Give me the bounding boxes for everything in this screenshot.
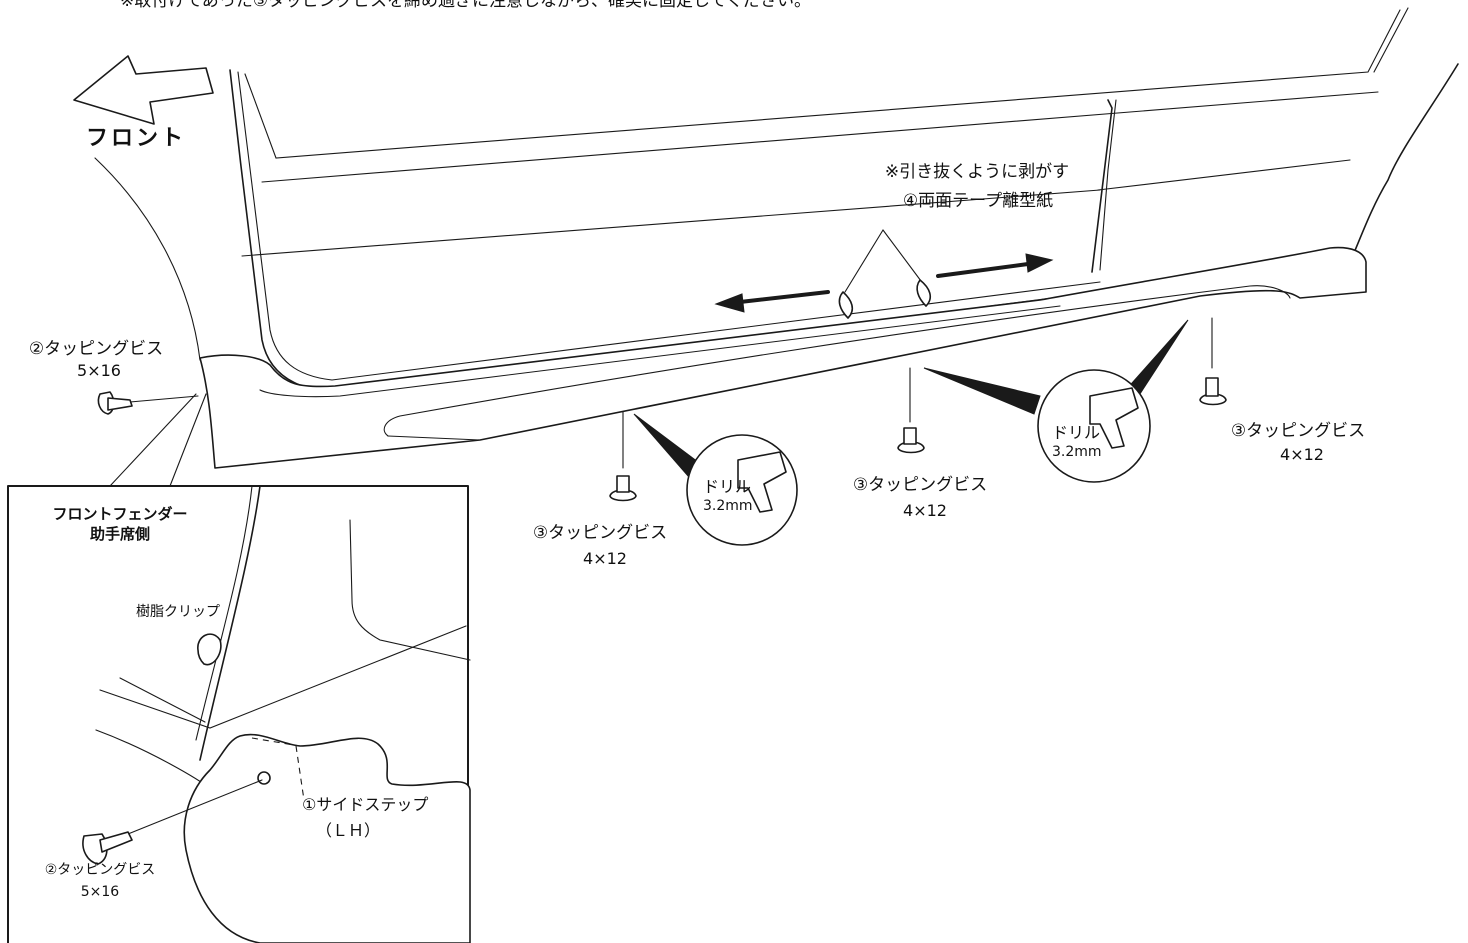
drill-1-size: 3.2mm [703, 498, 753, 514]
pull-arrow-right [936, 253, 1054, 278]
tape-note: ※引き抜くように剥がす [884, 162, 1070, 182]
screw-rear-2 [897, 367, 925, 454]
screw-rear-3-size: 4×12 [1280, 445, 1324, 464]
part-side: （ＬＨ） [316, 821, 381, 840]
tape-release-paper [838, 229, 932, 319]
screw-rear-2-size: 4×12 [903, 501, 947, 520]
clip-label: 樹脂クリップ [136, 604, 220, 620]
screw-front-size: 5×16 [77, 361, 121, 380]
screw-front-name: ②タッピングビス [28, 339, 164, 359]
drill-1-label: ドリル [703, 477, 752, 496]
inset-screw-name: ②タッピングビス [44, 862, 156, 878]
screw-rear-3-name: ③タッピングビス [1230, 421, 1366, 441]
pull-arrow-left [714, 290, 830, 313]
screw-rear-1-name: ③タッピングビス [532, 523, 668, 543]
front-direction-arrow [73, 55, 214, 125]
drill-2-label: ドリル [1052, 423, 1101, 442]
part-label: ①サイドステップ [302, 795, 429, 814]
screw-rear-2-name: ③タッピングビス [852, 475, 988, 495]
side-step-main [199, 246, 1367, 469]
screw-rear-1-size: 4×12 [583, 549, 627, 568]
header-note: ※取付けてあった③タッピングビスを締め過ぎに注意しながら、確実に固定してください… [120, 0, 811, 11]
inset-title-line1: フロントフェンダー [52, 505, 188, 523]
screw-rear-3 [1199, 317, 1227, 406]
screw-front-main [97, 391, 199, 415]
drill-callout-2 [923, 319, 1189, 483]
drill-callout-1 [633, 413, 798, 546]
front-label: フロント [86, 126, 187, 151]
inset-screw-size: 5×16 [80, 884, 120, 900]
inset-title-line2: 助手席側 [89, 525, 150, 543]
screw-rear-1 [609, 411, 637, 502]
inset-detail [7, 393, 471, 943]
drill-2-size: 3.2mm [1052, 444, 1102, 460]
tape-label: ④両面テープ離型紙 [902, 191, 1054, 211]
